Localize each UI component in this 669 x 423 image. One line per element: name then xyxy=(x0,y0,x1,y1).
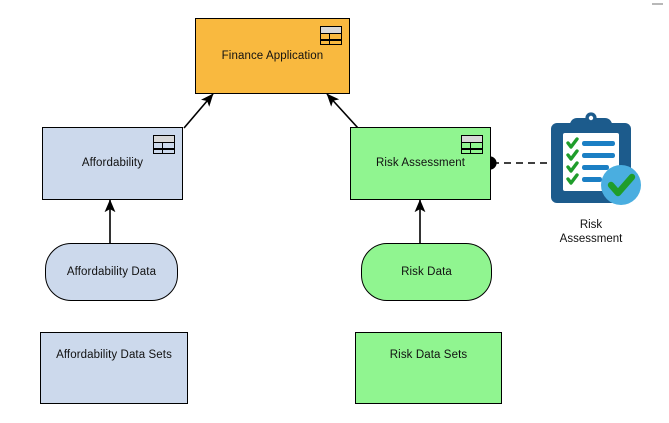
node-label: Affordability xyxy=(81,157,144,170)
connector-risk-assessment-to-finance xyxy=(326,93,359,129)
node-risk-data-sets[interactable]: Risk Data Sets xyxy=(355,332,502,404)
node-label: Affordability Data xyxy=(66,265,157,278)
connector-affordability-to-finance xyxy=(183,93,214,129)
node-risk-data[interactable]: Risk Data xyxy=(361,243,492,301)
corner-mark xyxy=(652,3,663,5)
node-finance-application[interactable]: Finance Application xyxy=(195,18,350,94)
table-icon xyxy=(320,26,342,45)
node-label: Risk Data xyxy=(401,265,452,278)
table-icon xyxy=(461,135,483,154)
node-label: Finance Application xyxy=(221,49,324,62)
clipboard-checklist-icon xyxy=(551,112,641,205)
node-label: Affordability Data Sets xyxy=(56,349,172,361)
interface-label: Risk Assessment xyxy=(551,218,631,247)
node-affordability-data[interactable]: Affordability Data xyxy=(45,243,178,301)
table-icon xyxy=(153,135,175,154)
interface-label-line1: Risk xyxy=(579,219,603,231)
node-affordability[interactable]: Affordability xyxy=(42,127,183,200)
node-label: Risk Data Sets xyxy=(389,349,468,361)
node-affordability-data-sets[interactable]: Affordability Data Sets xyxy=(40,332,188,404)
node-label: Risk Assessment xyxy=(375,157,466,170)
interface-label-line2: Assessment xyxy=(559,233,623,246)
node-risk-assessment[interactable]: Risk Assessment xyxy=(350,127,491,200)
